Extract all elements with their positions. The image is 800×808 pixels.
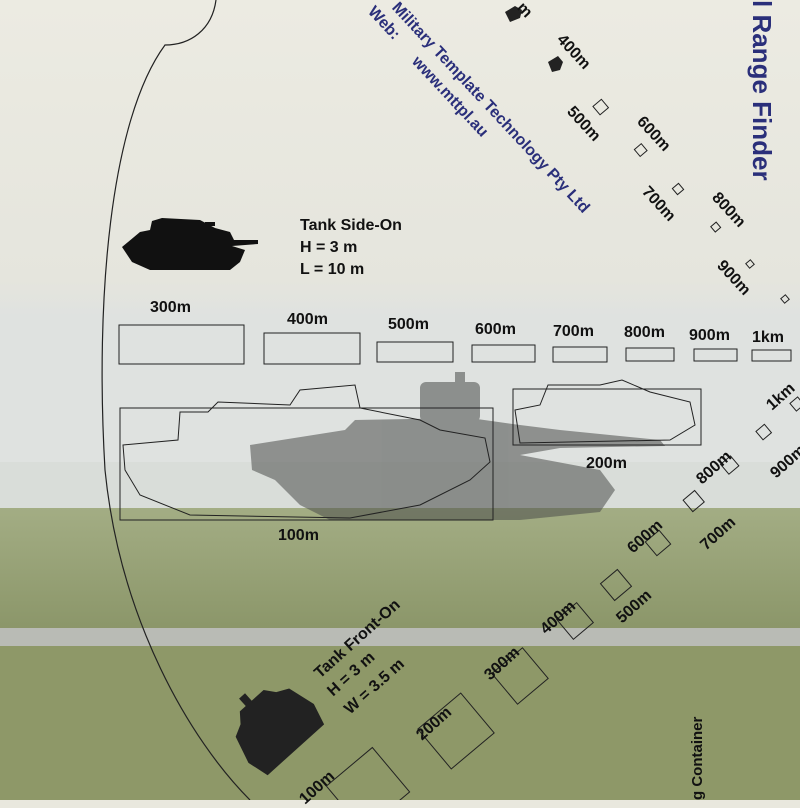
side-range-400: 400m: [287, 311, 328, 328]
side-range-500: 500m: [388, 316, 429, 333]
side-range-800: 800m: [624, 324, 665, 341]
page-title-fragment: l Range Finder: [747, 0, 777, 181]
side-range-600: 600m: [475, 321, 516, 338]
road-strip: [0, 628, 800, 646]
side-range-700: 700m: [553, 323, 594, 340]
side-range-100: 100m: [278, 527, 319, 544]
front-range-boxes: [325, 396, 800, 800]
template-arc: [101, 0, 251, 800]
field-background: [0, 508, 800, 630]
tank-side-title: Tank Side-On: [300, 217, 402, 234]
side-range-large: [119, 379, 702, 521]
top-small-silhouettes: [505, 6, 563, 72]
background-tank-photo: [250, 372, 665, 520]
side-range-1km: 1km: [752, 329, 785, 346]
side-range-900: 900m: [689, 327, 730, 344]
side-range-300: 300m: [150, 299, 191, 316]
tank-side-length: L = 10 m: [300, 261, 365, 278]
field-foreground: [0, 646, 800, 800]
side-range-200: 200m: [586, 455, 627, 472]
tank-side-silhouette: [122, 218, 258, 270]
side-range-row: [118, 324, 792, 365]
tank-side-height: H = 3 m: [300, 239, 358, 256]
tank-front-silhouette: [235, 688, 325, 776]
container-label: g Container: [689, 716, 706, 800]
top-range-boxes: [592, 98, 790, 304]
